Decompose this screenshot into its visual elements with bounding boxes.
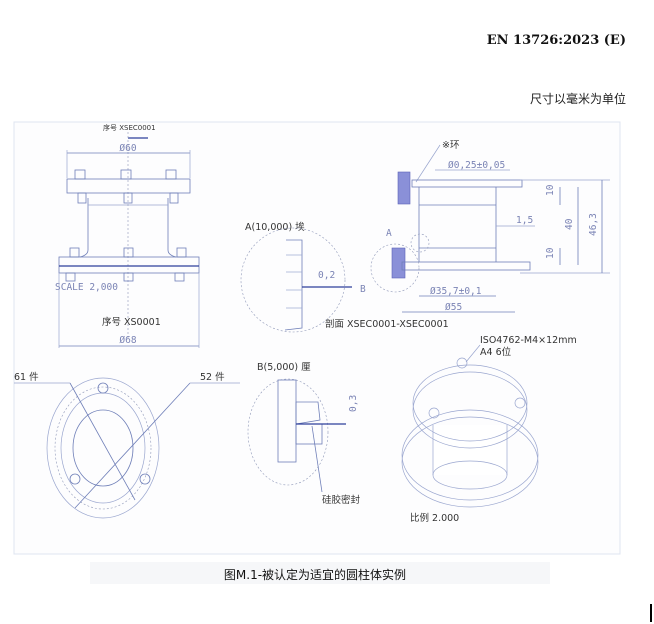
seal-label: 硅胶密封	[322, 494, 361, 506]
dim-40: 40	[564, 218, 575, 230]
dim-10-top: 10	[545, 184, 556, 196]
front-view: 序号 XSEC0001 Ø60 SCALE 2,000 序号 XS0001 Ø6…	[55, 123, 200, 348]
detail-a: A(10,000) 埃 0,2	[240, 221, 352, 333]
part-label: 序号 XS0001	[102, 316, 161, 328]
iso-scale: 比例 2.000	[410, 512, 459, 524]
detail-b-label: B(5,000) 厘	[257, 362, 311, 373]
section-view: ※环 Ø0,25±0,05 1,5 10 40 46,3 10 A B Ø35,…	[325, 140, 610, 330]
ring-label: ※环	[442, 140, 459, 151]
dim-10-bottom: 10	[545, 247, 556, 259]
label-52: 52 件	[200, 371, 225, 383]
dim-inner: Ø35,7±0,1	[430, 286, 482, 297]
screw-note: ISO4762-M4×12mm A4 6位	[465, 335, 577, 363]
detail-b-dim: 0,3	[348, 395, 359, 412]
caption-band	[90, 562, 550, 584]
text-cursor	[650, 604, 652, 622]
section-label: 序号 XSEC0001	[103, 123, 156, 132]
scale-label: SCALE 2,000	[55, 282, 118, 293]
bottom-view: 61 件 52 件	[14, 371, 240, 519]
drawing-frame	[13, 121, 621, 555]
screw-spec: ISO4762-M4×12mm	[480, 335, 577, 346]
dim-wall: 1,5	[516, 215, 533, 226]
dim-diameter-68: Ø68	[119, 335, 136, 346]
detail-b: B(5,000) 厘 0,3 硅胶密封	[247, 362, 361, 506]
standard-number: EN 13726:2023 (E)	[486, 33, 626, 48]
dim-outer: Ø55	[445, 302, 462, 313]
units-note: 尺寸以毫米为单位	[530, 92, 627, 106]
screw-count: A4 6位	[480, 346, 512, 358]
marker-b: B	[360, 284, 366, 295]
label-61: 61 件	[14, 371, 39, 383]
dim-46-3: 46,3	[588, 213, 599, 236]
section-title: 剖面 XSEC0001-XSEC0001	[325, 318, 449, 330]
detail-a-label: A(10,000) 埃	[245, 221, 305, 233]
iso-view: 比例 2.000	[401, 357, 539, 524]
detail-a-dim: 0,2	[318, 270, 335, 281]
marker-a: A	[386, 228, 392, 239]
figure-caption: 图M.1-被认定为适宜的圆柱体实例	[223, 568, 407, 582]
dim-groove: Ø0,25±0,05	[448, 160, 505, 171]
dim-diameter-60: Ø60	[119, 143, 136, 154]
